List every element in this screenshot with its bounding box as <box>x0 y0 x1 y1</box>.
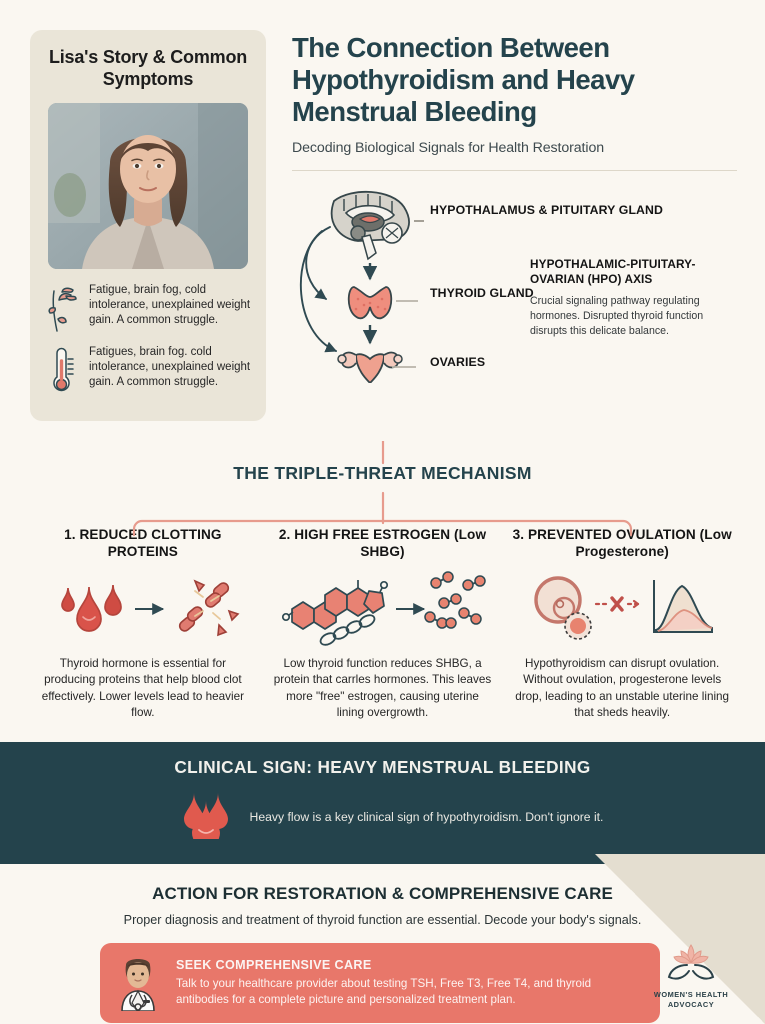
ovulation-blocked-chart-icon <box>507 568 737 648</box>
estrogen-molecule-chain-icon <box>268 568 498 648</box>
clinical-sign-title: CLINICAL SIGN: HEAVY MENSTRUAL BLEEDING <box>174 757 591 778</box>
thyroid-graphic <box>347 285 393 319</box>
brand-name-line2: ADVOCACY <box>667 1000 715 1010</box>
clinical-sign-text: Heavy flow is a key clinical sign of hyp… <box>249 809 604 824</box>
hpo-axis-diagram: HYPOTHALAMUS & PITUITARY GLAND THYROID G… <box>292 183 737 383</box>
wilting-flower-icon <box>46 283 80 335</box>
hpo-side-body: Crucial signaling pathway regulating hor… <box>530 295 704 337</box>
blood-drops-broken-chain-icon <box>28 568 258 648</box>
hpo-label-ovaries: OVARIES <box>430 354 486 369</box>
column-description: Hypothyroidism can disrupt ovulation. Wi… <box>515 656 730 720</box>
hpo-label-thyroid: THYROID GLAND <box>430 285 534 300</box>
column-description: Thyroid hormone is essential for produci… <box>41 656 244 720</box>
hpo-side-heading: HYPOTHALAMIC-PITUITARY-OVARIAN (HPO) AXI… <box>530 256 696 286</box>
triple-threat-heading: THE TRIPLE-THREAT MECHANISM <box>233 462 532 483</box>
page-title: The Connection Between Hypothyroidism an… <box>292 32 635 128</box>
column-title: 2. HIGH FREE ESTROGEN (Low SHBG) <box>278 526 487 560</box>
mechanism-column-1: 1. REDUCED CLOTTING PROTEINS <box>28 526 258 722</box>
action-section: ACTION FOR RESTORATION & COMPREHENSIVE C… <box>0 864 765 1024</box>
hpo-side-note: HYPOTHALAMIC-PITUITARY-OVARIAN (HPO) AXI… <box>530 257 735 339</box>
brand-name-line1: WOMEN'S HEALTH <box>653 990 729 1000</box>
action-title: ACTION FOR RESTORATION & COMPREHENSIVE C… <box>152 884 613 904</box>
lotus-in-hands-icon <box>663 944 719 987</box>
triple-threat-section: THE TRIPLE-THREAT MECHANISM 1. REDUCED C… <box>0 440 765 722</box>
callout-body: Talk to your healthcare provider about t… <box>176 976 592 1007</box>
header-divider <box>292 169 737 171</box>
clinical-sign-band: CLINICAL SIGN: HEAVY MENSTRUAL BLEEDING … <box>0 742 765 865</box>
portrait-photo <box>48 102 248 269</box>
column-title: 3. PREVENTED OVULATION (Low Progesterone… <box>512 526 732 560</box>
top-section: Lisa's Story & Common Symptoms <box>0 0 765 421</box>
story-card: Lisa's Story & Common Symptoms <box>30 30 266 421</box>
mechanism-column-3: 3. PREVENTED OVULATION (Low Progesterone… <box>507 526 737 722</box>
action-subtitle: Proper diagnosis and treatment of thyroi… <box>123 913 642 928</box>
story-card-title: Lisa's Story & Common Symptoms <box>48 47 248 90</box>
blood-drops-icon <box>178 789 234 848</box>
symptoms-list: Fatigue, brain fog, cold intolerance, un… <box>44 283 252 397</box>
mechanism-column-2: 2. HIGH FREE ESTROGEN (Low SHBG) <box>268 526 498 722</box>
list-item: Fatigues, brain fog. cold intolerance, u… <box>44 345 252 397</box>
bracket-connector <box>132 440 633 536</box>
brain-graphic <box>330 190 410 260</box>
clinical-sign-row: Heavy flow is a key clinical sign of hyp… <box>0 789 765 848</box>
callout-heading: SEEK COMPREHENSIVE CARE <box>176 957 372 972</box>
column-description: Low thyroid function reduces SHBG, a pro… <box>273 656 492 720</box>
brand-name: WOMEN'S HEALTH ADVOCACY <box>639 990 743 1010</box>
hpo-label-hypothalamus: HYPOTHALAMUS & PITUITARY GLAND <box>430 202 663 217</box>
header-column: The Connection Between Hypothyroidism an… <box>292 30 737 421</box>
list-item: Fatigue, brain fog, cold intolerance, un… <box>44 283 252 335</box>
column-title: 1. REDUCED CLOTTING PROTEINS <box>64 526 222 560</box>
mechanism-columns: 1. REDUCED CLOTTING PROTEINS <box>0 526 765 722</box>
brand-logo: WOMEN'S HEALTH ADVOCACY <box>639 941 743 1010</box>
symptom-text: Fatigues, brain fog. cold intolerance, u… <box>89 345 251 389</box>
symptom-text: Fatigue, brain fog, cold intolerance, un… <box>89 283 251 327</box>
doctor-icon <box>112 955 164 1013</box>
page-subtitle: Decoding Biological Signals for Health R… <box>292 139 605 156</box>
seek-care-callout[interactable]: SEEK COMPREHENSIVE CARE Talk to your hea… <box>100 943 660 1024</box>
ovaries-graphic <box>337 351 403 383</box>
thermometer-icon <box>46 345 80 397</box>
